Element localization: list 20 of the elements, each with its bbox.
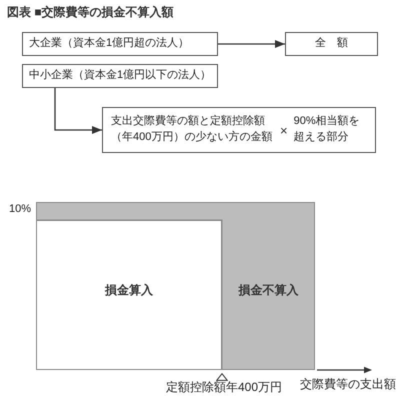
non-deductible-area xyxy=(36,202,315,370)
box-label: 中小企業（資本金1億円以下の法人） xyxy=(29,69,212,83)
tick-label: 定額控除額年400万円 xyxy=(166,380,282,394)
deductible-area xyxy=(36,220,222,370)
box-label: 全 額 xyxy=(315,37,348,51)
percent-label: 10% xyxy=(9,203,32,216)
box-label: 大企業（資本金1億円超の法人） xyxy=(29,37,190,51)
formula-box xyxy=(102,107,376,153)
category-box xyxy=(22,64,218,88)
formula-text: 90%相当額を超える部分 xyxy=(294,114,361,145)
diagram-title: 図表 ■交際費等の損金不算入額 xyxy=(7,5,174,20)
area-label: 損金算入 xyxy=(105,282,153,298)
multiply-sign: × xyxy=(280,124,288,136)
category-box xyxy=(22,32,218,56)
formula-text: 支出交際費等の額と定額控除額（年400万円）の少ない方の金額 xyxy=(111,114,274,145)
area-label: 損金不算入 xyxy=(238,282,298,298)
connector-arrow xyxy=(218,40,285,48)
result-box xyxy=(285,32,378,56)
connector-arrow xyxy=(54,88,102,134)
axis-label: 交際費等の支出額 xyxy=(300,377,396,392)
